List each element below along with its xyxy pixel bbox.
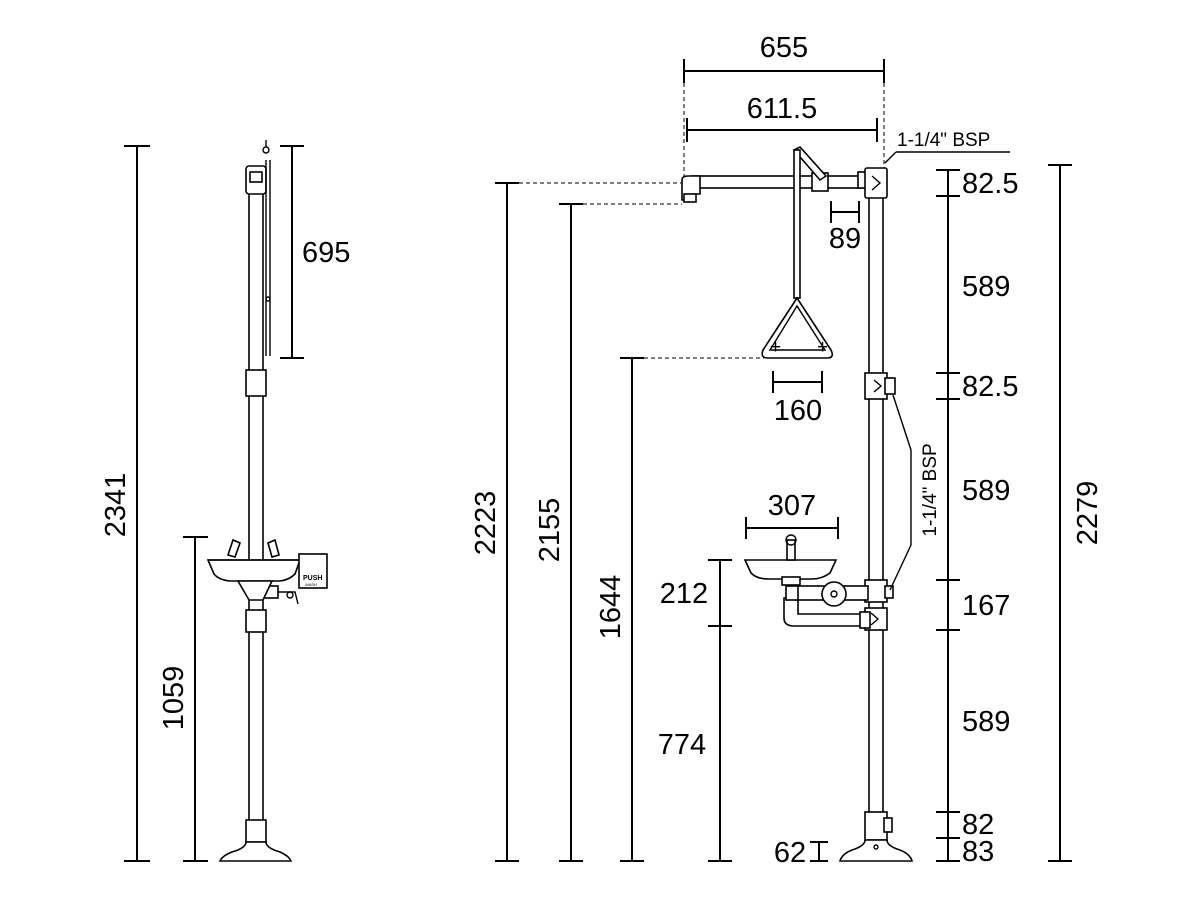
segment-label-4: 589 bbox=[962, 475, 1010, 507]
svg-text:+: + bbox=[770, 337, 781, 358]
dim-label-655: 655 bbox=[760, 32, 808, 64]
inlet-side-leader bbox=[889, 394, 912, 591]
dim-line-62 bbox=[810, 841, 828, 862]
dim-line-1644 bbox=[620, 357, 764, 862]
dim-label-695: 695 bbox=[302, 237, 350, 269]
segment-label-5: 167 bbox=[962, 590, 1010, 622]
dim-line-655 bbox=[683, 59, 885, 176]
dim-label-1644: 1644 bbox=[595, 575, 627, 640]
inlet-top-label: 1-1/4" BSP bbox=[897, 130, 990, 151]
dim-label-62: 62 bbox=[774, 837, 806, 869]
dim-label-2279: 2279 bbox=[1072, 481, 1104, 546]
dim-line-2223 bbox=[495, 182, 682, 862]
dim-line-2155 bbox=[559, 203, 682, 862]
dim-chain-segments bbox=[936, 169, 960, 862]
segment-label-7: 82 bbox=[962, 809, 994, 841]
inlet-side-label: 1-1/4" BSP bbox=[920, 443, 941, 536]
dim-label-307: 307 bbox=[768, 490, 816, 522]
dim-label-212: 212 bbox=[660, 578, 708, 610]
dim-label-774: 774 bbox=[658, 729, 706, 761]
dim-line-307 bbox=[745, 517, 839, 539]
push-label: PUSH bbox=[303, 575, 322, 582]
dim-label-89: 89 bbox=[829, 223, 861, 255]
dim-line-1059 bbox=[183, 536, 208, 862]
shower-arm: + + bbox=[681, 146, 869, 359]
eyewash-basin bbox=[743, 534, 871, 629]
svg-text:+: + bbox=[817, 337, 828, 358]
push-sub-label: WASH bbox=[305, 582, 317, 587]
dim-line-160 bbox=[772, 371, 823, 393]
dim-label-2155: 2155 bbox=[534, 498, 566, 563]
segment-label-2: 589 bbox=[962, 271, 1010, 303]
dim-label-160: 160 bbox=[774, 395, 822, 427]
dim-label-2223: 2223 bbox=[470, 491, 502, 556]
front-view: 655 611.5 1-1/4" BSP 2223 215 bbox=[470, 32, 1104, 869]
dim-label-2341: 2341 bbox=[100, 473, 132, 538]
dim-label-611-5: 611.5 bbox=[747, 93, 817, 125]
dim-label-1059: 1059 bbox=[158, 666, 190, 731]
segment-label-8: 83 bbox=[962, 836, 994, 868]
dim-line-695 bbox=[280, 145, 304, 359]
main-pole bbox=[838, 167, 914, 862]
dim-line-2279 bbox=[1048, 164, 1072, 862]
segment-label-3: 82.5 bbox=[962, 371, 1018, 403]
side-pole: PUSH WASH bbox=[206, 140, 328, 862]
dim-line-212-774 bbox=[708, 559, 732, 862]
side-view: 2341 1059 695 bbox=[100, 140, 350, 862]
dim-line-611-5 bbox=[686, 118, 878, 142]
dim-line-2341 bbox=[124, 145, 150, 862]
inlet-top-leader bbox=[884, 151, 1010, 164]
segment-label-1: 82.5 bbox=[962, 168, 1018, 200]
dim-line-89 bbox=[830, 201, 860, 223]
segment-label-6: 589 bbox=[962, 706, 1010, 738]
